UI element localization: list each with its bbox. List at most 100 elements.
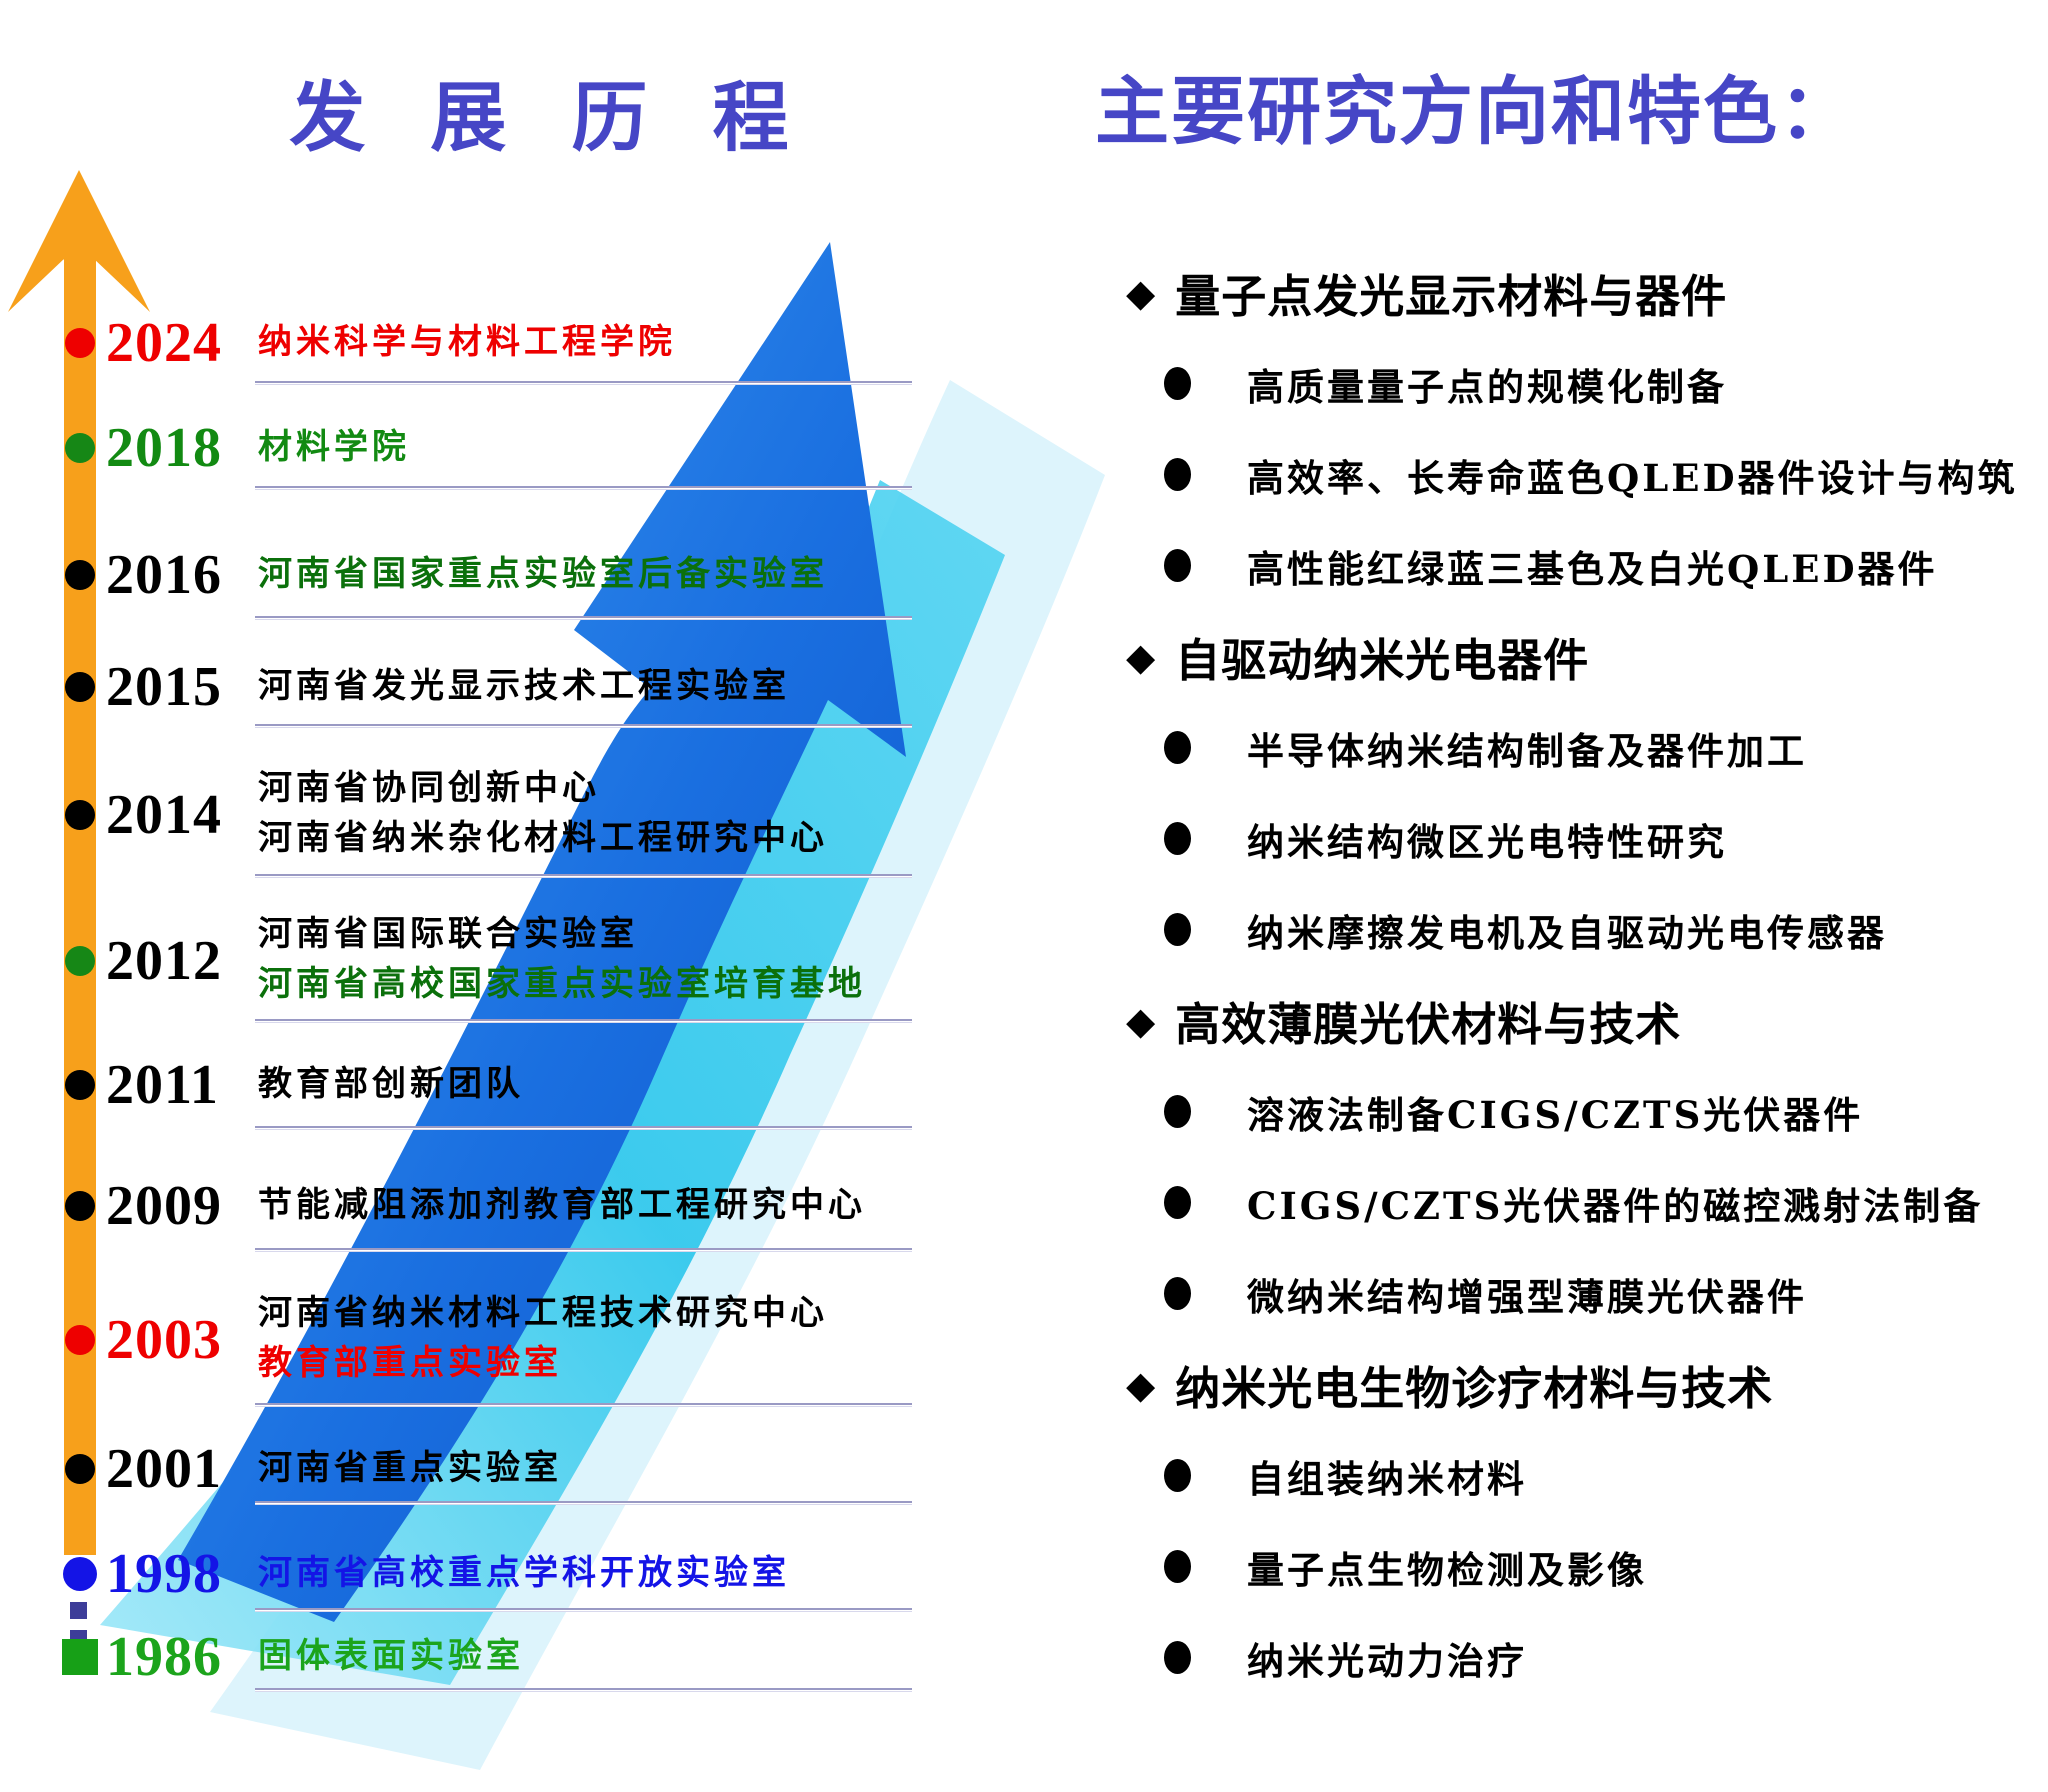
- bullet-row: 高效率、长寿命蓝色QLED器件设计与构筑: [1100, 429, 2030, 520]
- bullet-text: 半导体纳米结构制备及器件加工: [1247, 728, 1807, 773]
- bullet-row: 微纳米结构增强型薄膜光伏器件: [1100, 1248, 2030, 1339]
- arrow-shaft-and-head: [178, 242, 906, 1622]
- timeline-text: 河南省发光显示技术工程实验室: [258, 661, 912, 711]
- right-section-title: 主要研究方向和特色：: [1095, 70, 1855, 153]
- timeline-row-1986: 1986 固体表面实验室: [40, 1622, 912, 1692]
- timeline-row-2011: 2011 教育部创新团队: [40, 1040, 912, 1130]
- timeline-row-2012: 2012 河南省国际联合实验室 河南省高校国家重点实验室培育基地: [40, 898, 912, 1023]
- timeline-year: 2018: [106, 416, 222, 479]
- timeline-marker-circle: [65, 1453, 95, 1484]
- timeline-marker-circle: [65, 945, 95, 976]
- timeline-text-line: 河南省重点实验室: [258, 1447, 562, 1488]
- timeline-text: 节能减阻添加剂教育部工程研究中心: [258, 1180, 912, 1230]
- bullet-text: 量子点生物检测及影像: [1247, 1547, 1647, 1592]
- timeline-marker-circle: [65, 671, 95, 702]
- bullet-dot-icon: [1164, 1277, 1191, 1310]
- timeline-marker-circle: [65, 327, 95, 358]
- timeline-marker-circle: [65, 1324, 95, 1355]
- timeline-text-line: 固体表面实验室: [258, 1636, 524, 1676]
- timeline-text-line: 河南省协同创新中心: [258, 768, 600, 808]
- timeline-year: 2009: [106, 1175, 222, 1237]
- section-heading-row: 自驱动纳米光电器件: [1100, 611, 2030, 702]
- section-heading: 高效薄膜光伏材料与技术: [1175, 999, 1682, 1050]
- timeline-text-line: 河南省国家重点实验室后备实验室: [258, 554, 828, 594]
- section-heading: 量子点发光显示材料与器件: [1175, 271, 1728, 322]
- bullet-row: 半导体纳米结构制备及器件加工: [1100, 702, 2030, 793]
- timeline-marker-circle: [65, 432, 95, 463]
- timeline-text-line: 河南省国际联合实验室: [258, 913, 638, 954]
- bullet-dot-icon: [1164, 367, 1191, 400]
- timeline-year: 2001: [106, 1437, 222, 1500]
- timeline-row-2016: 2016 河南省国家重点实验室后备实验室: [40, 530, 912, 620]
- timeline-row-2024: 2024 纳米科学与材料工程学院: [40, 300, 912, 385]
- timeline-row-1998: 1998 河南省高校重点学科开放实验室: [40, 1535, 912, 1612]
- timeline-row-2001: 2001 河南省重点实验室: [40, 1432, 912, 1505]
- bullet-text: 纳米结构微区光电特性研究: [1247, 819, 1727, 864]
- timeline-row-2003: 2003 河南省纳米材料工程技术研究中心 教育部重点实验室: [40, 1272, 912, 1407]
- divider-line: [255, 1608, 912, 1612]
- bullet-dot-icon: [1164, 731, 1191, 764]
- timeline-text: 教育部创新团队: [258, 1059, 912, 1109]
- section-heading-row: 量子点发光显示材料与器件: [1100, 247, 2030, 338]
- bullet-dot-icon: [1164, 1459, 1191, 1492]
- bullet-dot-icon: [1164, 458, 1191, 491]
- timeline-text: 河南省纳米材料工程技术研究中心 教育部重点实验室: [258, 1288, 912, 1388]
- timeline-marker-square: [62, 1639, 98, 1675]
- divider-line: [255, 1501, 912, 1505]
- timeline-text-line: 材料学院: [258, 426, 410, 467]
- timeline-year: 2011: [106, 1054, 219, 1116]
- timeline-row-2018: 2018 材料学院: [40, 405, 912, 490]
- timeline-text-line: 节能减阻添加剂教育部工程研究中心: [258, 1185, 866, 1225]
- bullet-dot-icon: [1164, 1095, 1191, 1128]
- bullet-dot-icon: [1164, 549, 1191, 582]
- bullet-text: 微纳米结构增强型薄膜光伏器件: [1247, 1274, 1807, 1319]
- section-heading: 纳米光电生物诊疗材料与技术: [1175, 1363, 1774, 1414]
- timeline-text-line: 河南省纳米杂化材料工程研究中心: [258, 818, 828, 858]
- section-heading-row: 高效薄膜光伏材料与技术: [1100, 975, 2030, 1066]
- bullet-text: 高质量量子点的规模化制备: [1247, 364, 1727, 409]
- timeline-row-2014: 2014 河南省协同创新中心 河南省纳米杂化材料工程研究中心: [40, 752, 912, 878]
- section-heading: 自驱动纳米光电器件: [1175, 635, 1590, 686]
- timeline-dash-square: [70, 1602, 87, 1619]
- timeline-marker-circle: [65, 560, 95, 590]
- diamond-icon: [1126, 1366, 1155, 1404]
- timeline-row-2009: 2009 节能减阻添加剂教育部工程研究中心: [40, 1160, 912, 1252]
- timeline-marker-circle: [63, 1556, 97, 1591]
- timeline-marker-circle: [65, 1070, 95, 1100]
- bullet-text: 高性能红绿蓝三基色及白光QLED器件: [1247, 546, 1938, 591]
- bullet-text: 纳米摩擦发电机及自驱动光电传感器: [1247, 910, 1887, 955]
- divider-line: [255, 724, 912, 728]
- timeline-text-line: 河南省高校国家重点实验室培育基地: [258, 963, 866, 1004]
- divider-line: [255, 1126, 912, 1130]
- divider-line: [255, 381, 912, 385]
- timeline-marker-circle: [65, 1191, 95, 1221]
- bullet-row: 纳米摩擦发电机及自驱动光电传感器: [1100, 884, 2030, 975]
- timeline-text: 河南省国际联合实验室 河南省高校国家重点实验室培育基地: [258, 909, 912, 1009]
- timeline-row-2015: 2015 河南省发光显示技术工程实验室: [40, 645, 912, 728]
- timeline-year: 2024: [106, 311, 222, 374]
- bullet-dot-icon: [1164, 1641, 1191, 1674]
- bullet-row: 量子点生物检测及影像: [1100, 1521, 2030, 1612]
- bullet-dot-icon: [1164, 1550, 1191, 1583]
- timeline-year: 1986: [106, 1626, 222, 1688]
- timeline-text-line: 河南省高校重点学科开放实验室: [258, 1552, 790, 1593]
- timeline-text-line: 纳米科学与材料工程学院: [258, 321, 676, 362]
- left-section-title: 发 展 历 程: [289, 76, 811, 161]
- bullet-dot-icon: [1164, 822, 1191, 855]
- bullet-text: 纳米光动力治疗: [1247, 1638, 1527, 1683]
- bullet-text: CIGS/CZTS光伏器件的磁控溅射法制备: [1247, 1183, 1984, 1228]
- bullet-text: 溶液法制备CIGS/CZTS光伏器件: [1247, 1092, 1864, 1137]
- timeline-text: 固体表面实验室: [258, 1631, 912, 1681]
- bullet-row: 溶液法制备CIGS/CZTS光伏器件: [1100, 1066, 2030, 1157]
- divider-line: [255, 1248, 912, 1252]
- timeline-text: 河南省国家重点实验室后备实验室: [258, 549, 912, 599]
- divider-line: [255, 874, 912, 878]
- timeline-year: 2015: [106, 655, 222, 718]
- timeline-text-line: 教育部创新团队: [258, 1064, 524, 1104]
- timeline-year: 1998: [106, 1542, 222, 1605]
- timeline-text-line: 教育部重点实验室: [258, 1342, 562, 1383]
- timeline-text: 纳米科学与材料工程学院: [258, 317, 912, 367]
- bullet-text: 高效率、长寿命蓝色QLED器件设计与构筑: [1247, 455, 2018, 500]
- divider-line: [255, 486, 912, 490]
